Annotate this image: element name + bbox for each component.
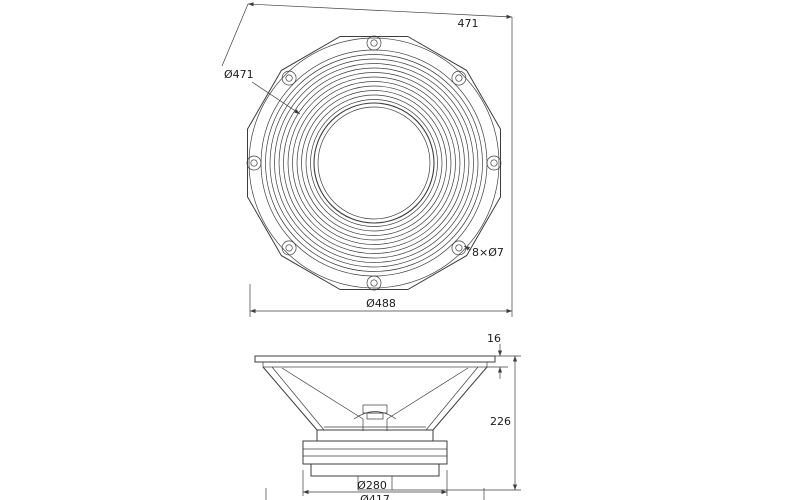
mounting-hole-pad	[366, 275, 382, 291]
frame-outline	[247, 36, 501, 290]
cone-rib-ring	[287, 76, 461, 250]
dim-magnet-diameter-label: Ø280	[357, 479, 387, 492]
cone-rib-ring	[296, 85, 452, 241]
mounting-hole-pad	[486, 155, 502, 171]
mounting-hole	[285, 244, 293, 252]
flange	[254, 355, 496, 363]
dim-bolt-circle-label: Ø471	[224, 68, 254, 81]
surround-outer-ring	[260, 49, 488, 277]
basket-walls-inner	[271, 366, 479, 431]
mounting-hole	[490, 159, 498, 167]
cone-rib-ring	[274, 63, 474, 263]
mounting-hole-pad	[451, 70, 467, 86]
magnet	[302, 440, 448, 465]
dim-total-depth-label: 226	[490, 415, 511, 428]
side-view: 16 226 Ø280 Ø417	[254, 332, 521, 500]
dust-cap-inner-ring	[317, 106, 431, 220]
mounting-holes	[246, 35, 502, 291]
mounting-hole-pad	[281, 240, 297, 256]
dim-outer-diameter-label: Ø488	[366, 297, 396, 310]
dim-width-top-label: 471	[458, 17, 479, 30]
cone-rib-ring	[278, 67, 470, 259]
voice-coil-former	[362, 419, 388, 431]
top-plate	[316, 429, 434, 442]
cone-profile	[281, 367, 469, 420]
mounting-hole-pad	[366, 35, 382, 51]
mounting-hole-pad	[451, 240, 467, 256]
mounting-hole-pad	[281, 70, 297, 86]
basket-walls	[262, 366, 488, 431]
back-plate	[310, 463, 440, 477]
dim-outer-diameter: Ø488	[249, 17, 513, 317]
cone-rib-ring	[301, 90, 447, 236]
dim-magnet-diameter: Ø280	[302, 470, 448, 496]
magnet-split-lines	[303, 448, 447, 457]
mounting-hole	[250, 159, 258, 167]
mounting-hole	[370, 39, 378, 47]
cone-rib-ring	[310, 99, 438, 227]
dust-dome	[353, 411, 397, 420]
dim-mounting-holes-label: 8×Ø7	[472, 246, 504, 259]
dust-cap-ring	[313, 102, 435, 224]
mounting-hole-pad	[246, 155, 262, 171]
cone-rib-ring	[269, 58, 479, 268]
cone-rib-ring	[265, 54, 483, 272]
mounting-hole	[285, 74, 293, 82]
dim-flange-thickness-label: 16	[487, 332, 501, 345]
dim-bottom-diameter: Ø417	[265, 488, 485, 500]
cone-rib-ring	[292, 81, 456, 245]
front-view: 471 Ø471 8×Ø7 Ø488	[221, 2, 513, 317]
terminal-block-small	[366, 412, 384, 420]
dim-mounting-holes: 8×Ø7	[463, 245, 504, 259]
mounting-hole	[455, 74, 463, 82]
dim-flange-thickness: 16	[487, 332, 521, 379]
dim-total-depth: 226	[392, 356, 521, 491]
mounting-hole	[455, 244, 463, 252]
cone-rib-ring	[283, 72, 465, 254]
gasket-ring	[248, 37, 500, 289]
flange-lip	[262, 361, 488, 368]
cone-rib-ring	[305, 94, 443, 232]
dim-bottom-diameter-label: Ø417	[360, 493, 390, 500]
mounting-hole	[370, 279, 378, 287]
dim-width-top: 471	[221, 2, 513, 67]
dim-bolt-circle: Ø471	[224, 68, 301, 115]
